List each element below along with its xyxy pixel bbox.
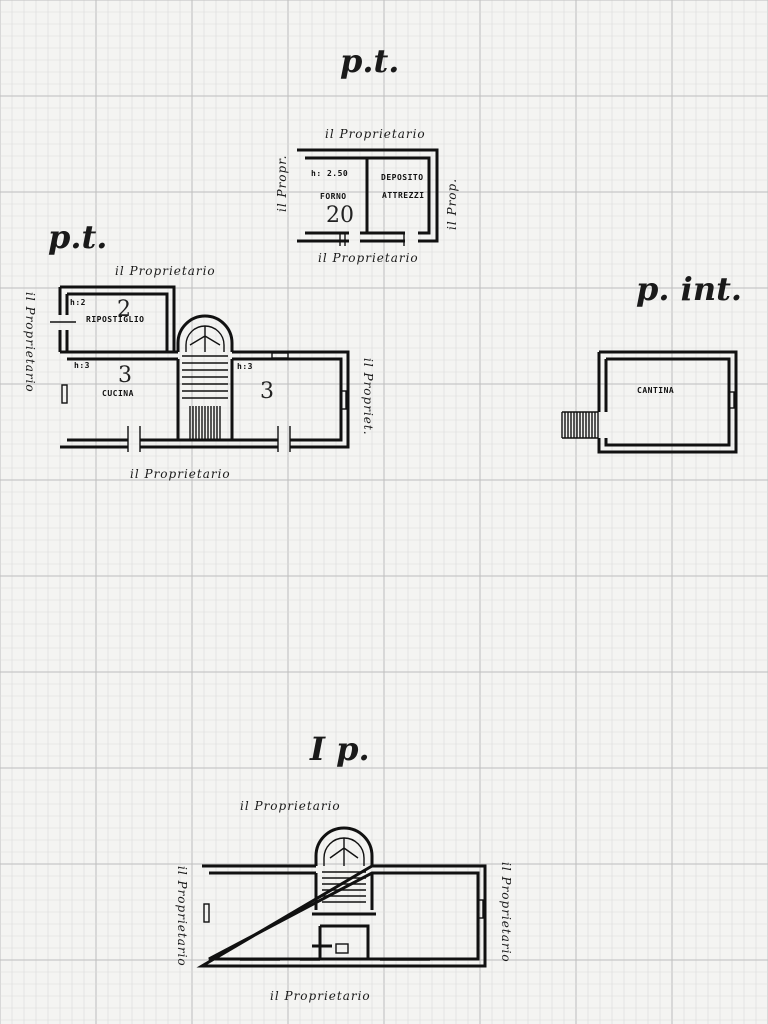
plan-first-floor: I p. il Proprietario il Proprietario il … [175,730,513,1003]
section-label-pt-top: p.t. [340,42,399,80]
plan-ground-annex: p.t. il Proprietario il Proprietario il … [275,42,459,265]
first-top-owner-label: il Proprietario [240,799,341,813]
ground-top-owner-label: il Proprietario [115,264,216,278]
first-right-owner-label: il Proprietario [499,862,513,963]
first-bath-walls [312,912,376,958]
cantina-inner-walls [604,357,731,447]
room-forno-number: 20 [326,203,354,228]
ground-stair-treads [182,355,228,440]
first-stair-treads [322,871,366,903]
ground-left-owner-label: il Proprietario [23,292,37,393]
ground-window-right [340,390,347,410]
first-stair-apse [314,826,374,866]
ground-window-top [271,352,289,359]
section-label-p-int: p. int. [636,270,742,308]
room-cucina-number: 3 [118,363,132,388]
ground-stair-winder [189,326,221,352]
room-ripostiglio-number: 2 [117,297,131,322]
section-label-i-p: I p. [309,730,370,768]
first-bottom-owner-label: il Proprietario [270,989,371,1003]
ground-bottom-owner-label: il Proprietario [130,467,231,481]
annex-outer-walls [297,148,439,243]
annex-left-owner-label: il Propr. [275,155,289,212]
first-window-right [477,899,484,919]
plan-basement: p. int. CANTINA [561,270,742,454]
annex-door-marks [339,233,405,246]
room-deposito-label-2: ATTREZZI [382,191,425,200]
ground-right-owner-label: il Propriet. [361,358,375,436]
room-cucina-label: CUCINA [102,389,134,398]
room-2-height: h:3 [237,362,253,371]
annex-bottom-owner-label: il Proprietario [318,251,419,265]
ground-outer-walls [60,350,350,449]
section-label-pt-left: p.t. [48,218,107,256]
room-ripostiglio-label: RIPOSTIGLIO [86,315,144,324]
cantina-external-stair [561,411,599,439]
room-cantina-label: CANTINA [637,386,674,395]
room-cucina-height: h:3 [74,361,90,370]
ground-window-left [61,384,68,404]
first-bath-fixture [335,943,349,954]
ground-stair-apse [176,314,234,352]
cantina-outer-walls [597,350,738,454]
first-stair-walls [314,873,374,910]
room-forno-label: FORNO [320,192,347,201]
ripostiglio-outer-walls [58,285,176,352]
room-ripostiglio-height: h:2 [70,298,86,307]
plan-ground-floor: p.t. il Proprietario il Proprietario il … [23,218,375,481]
first-left-owner-label: il Proprietario [175,866,189,967]
room-deposito-label-1: DEPOSITO [381,173,424,182]
first-inner-walls [208,871,480,961]
first-window-left [203,903,210,923]
cantina-window [728,391,735,409]
annex-right-owner-label: il Prop. [445,178,459,230]
room-2-number: 3 [260,379,274,404]
ground-door-marks [127,426,291,452]
first-stair-winder [329,838,359,866]
annex-top-owner-label: il Proprietario [325,127,426,141]
first-outer-walls [196,864,487,968]
room-forno-height: h: 2.50 [311,169,348,178]
ripostiglio-inner-walls [65,292,169,352]
ground-stair-walls [176,359,234,440]
